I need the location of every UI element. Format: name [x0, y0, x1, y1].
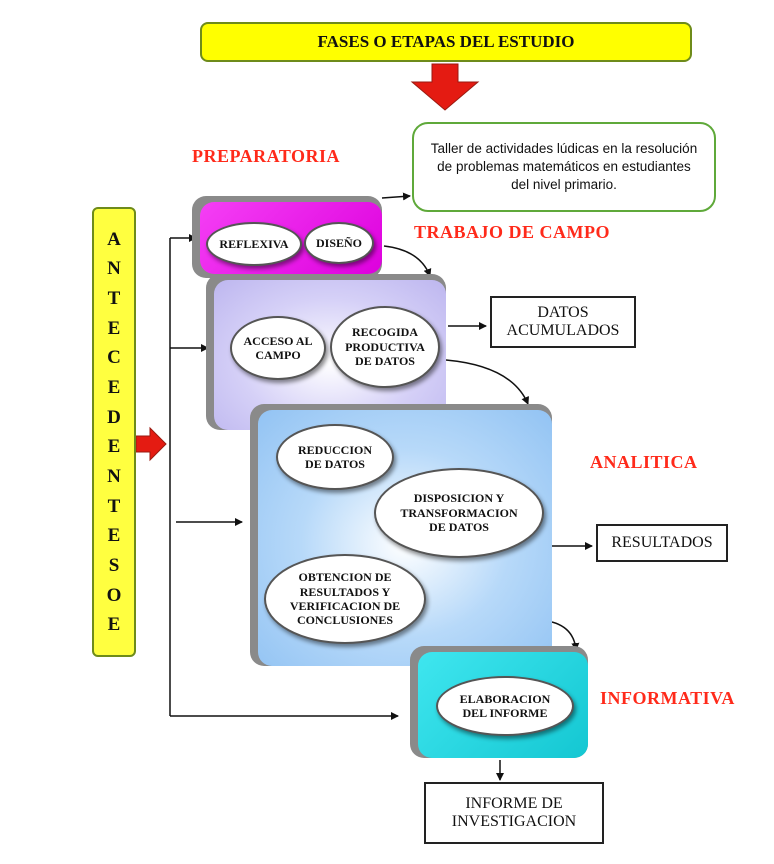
antecedentes-letter: N — [107, 258, 121, 280]
output-resultados: RESULTADOS — [596, 524, 728, 562]
step-reduccion-datos: REDUCCION DE DATOS — [276, 424, 394, 490]
antecedentes-letter: E — [107, 376, 121, 398]
antecedentes-letter: C — [107, 347, 121, 369]
step-reflexiva: REFLEXIVA — [206, 222, 302, 266]
step-disposicion-transformacion: DISPOSICION Y TRANSFORMACION DE DATOS — [374, 468, 544, 558]
phase-label-trabajo-campo: TRABAJO DE CAMPO — [414, 222, 610, 242]
antecedentes-letter: T — [107, 495, 121, 517]
diagram-title: FASES O ETAPAS DEL ESTUDIO — [200, 22, 692, 62]
step-elaboracion-informe: ELABORACION DEL INFORME — [436, 676, 574, 736]
antecedentes-letter: N — [107, 465, 121, 487]
antecedentes-letter: E — [107, 525, 121, 547]
antecedentes-letter: E — [107, 436, 121, 458]
output-datos-acumulados: DATOS ACUMULADOS — [490, 296, 636, 348]
phase-label-analitica: ANALITICA — [590, 452, 698, 472]
antecedentes-letter: E — [107, 614, 121, 636]
antecedentes-letter: E — [107, 317, 121, 339]
antecedentes-letter: O — [106, 584, 122, 606]
antecedentes-letter: T — [107, 287, 121, 309]
step-diseno: DISEÑO — [304, 222, 374, 264]
antecedentes-letter: A — [107, 228, 121, 250]
phase-label-preparatoria: PREPARATORIA — [192, 146, 341, 166]
output-informe-investigacion: INFORME DE INVESTIGACION — [424, 782, 604, 844]
right-arrow-red — [135, 426, 167, 462]
study-topic-box: Taller de actividades lúdicas en la reso… — [412, 122, 716, 212]
step-acceso-campo: ACCESO AL CAMPO — [230, 316, 326, 380]
phase-label-informativa: INFORMATIVA — [600, 688, 735, 708]
antecedentes-letter: D — [107, 406, 121, 428]
step-obtencion-resultados: OBTENCION DE RESULTADOS Y VERIFICACION D… — [264, 554, 426, 644]
step-recogida-datos: RECOGIDA PRODUCTIVA DE DATOS — [330, 306, 440, 388]
antecedentes-letter: S — [108, 554, 120, 576]
down-arrow-red — [410, 63, 480, 111]
